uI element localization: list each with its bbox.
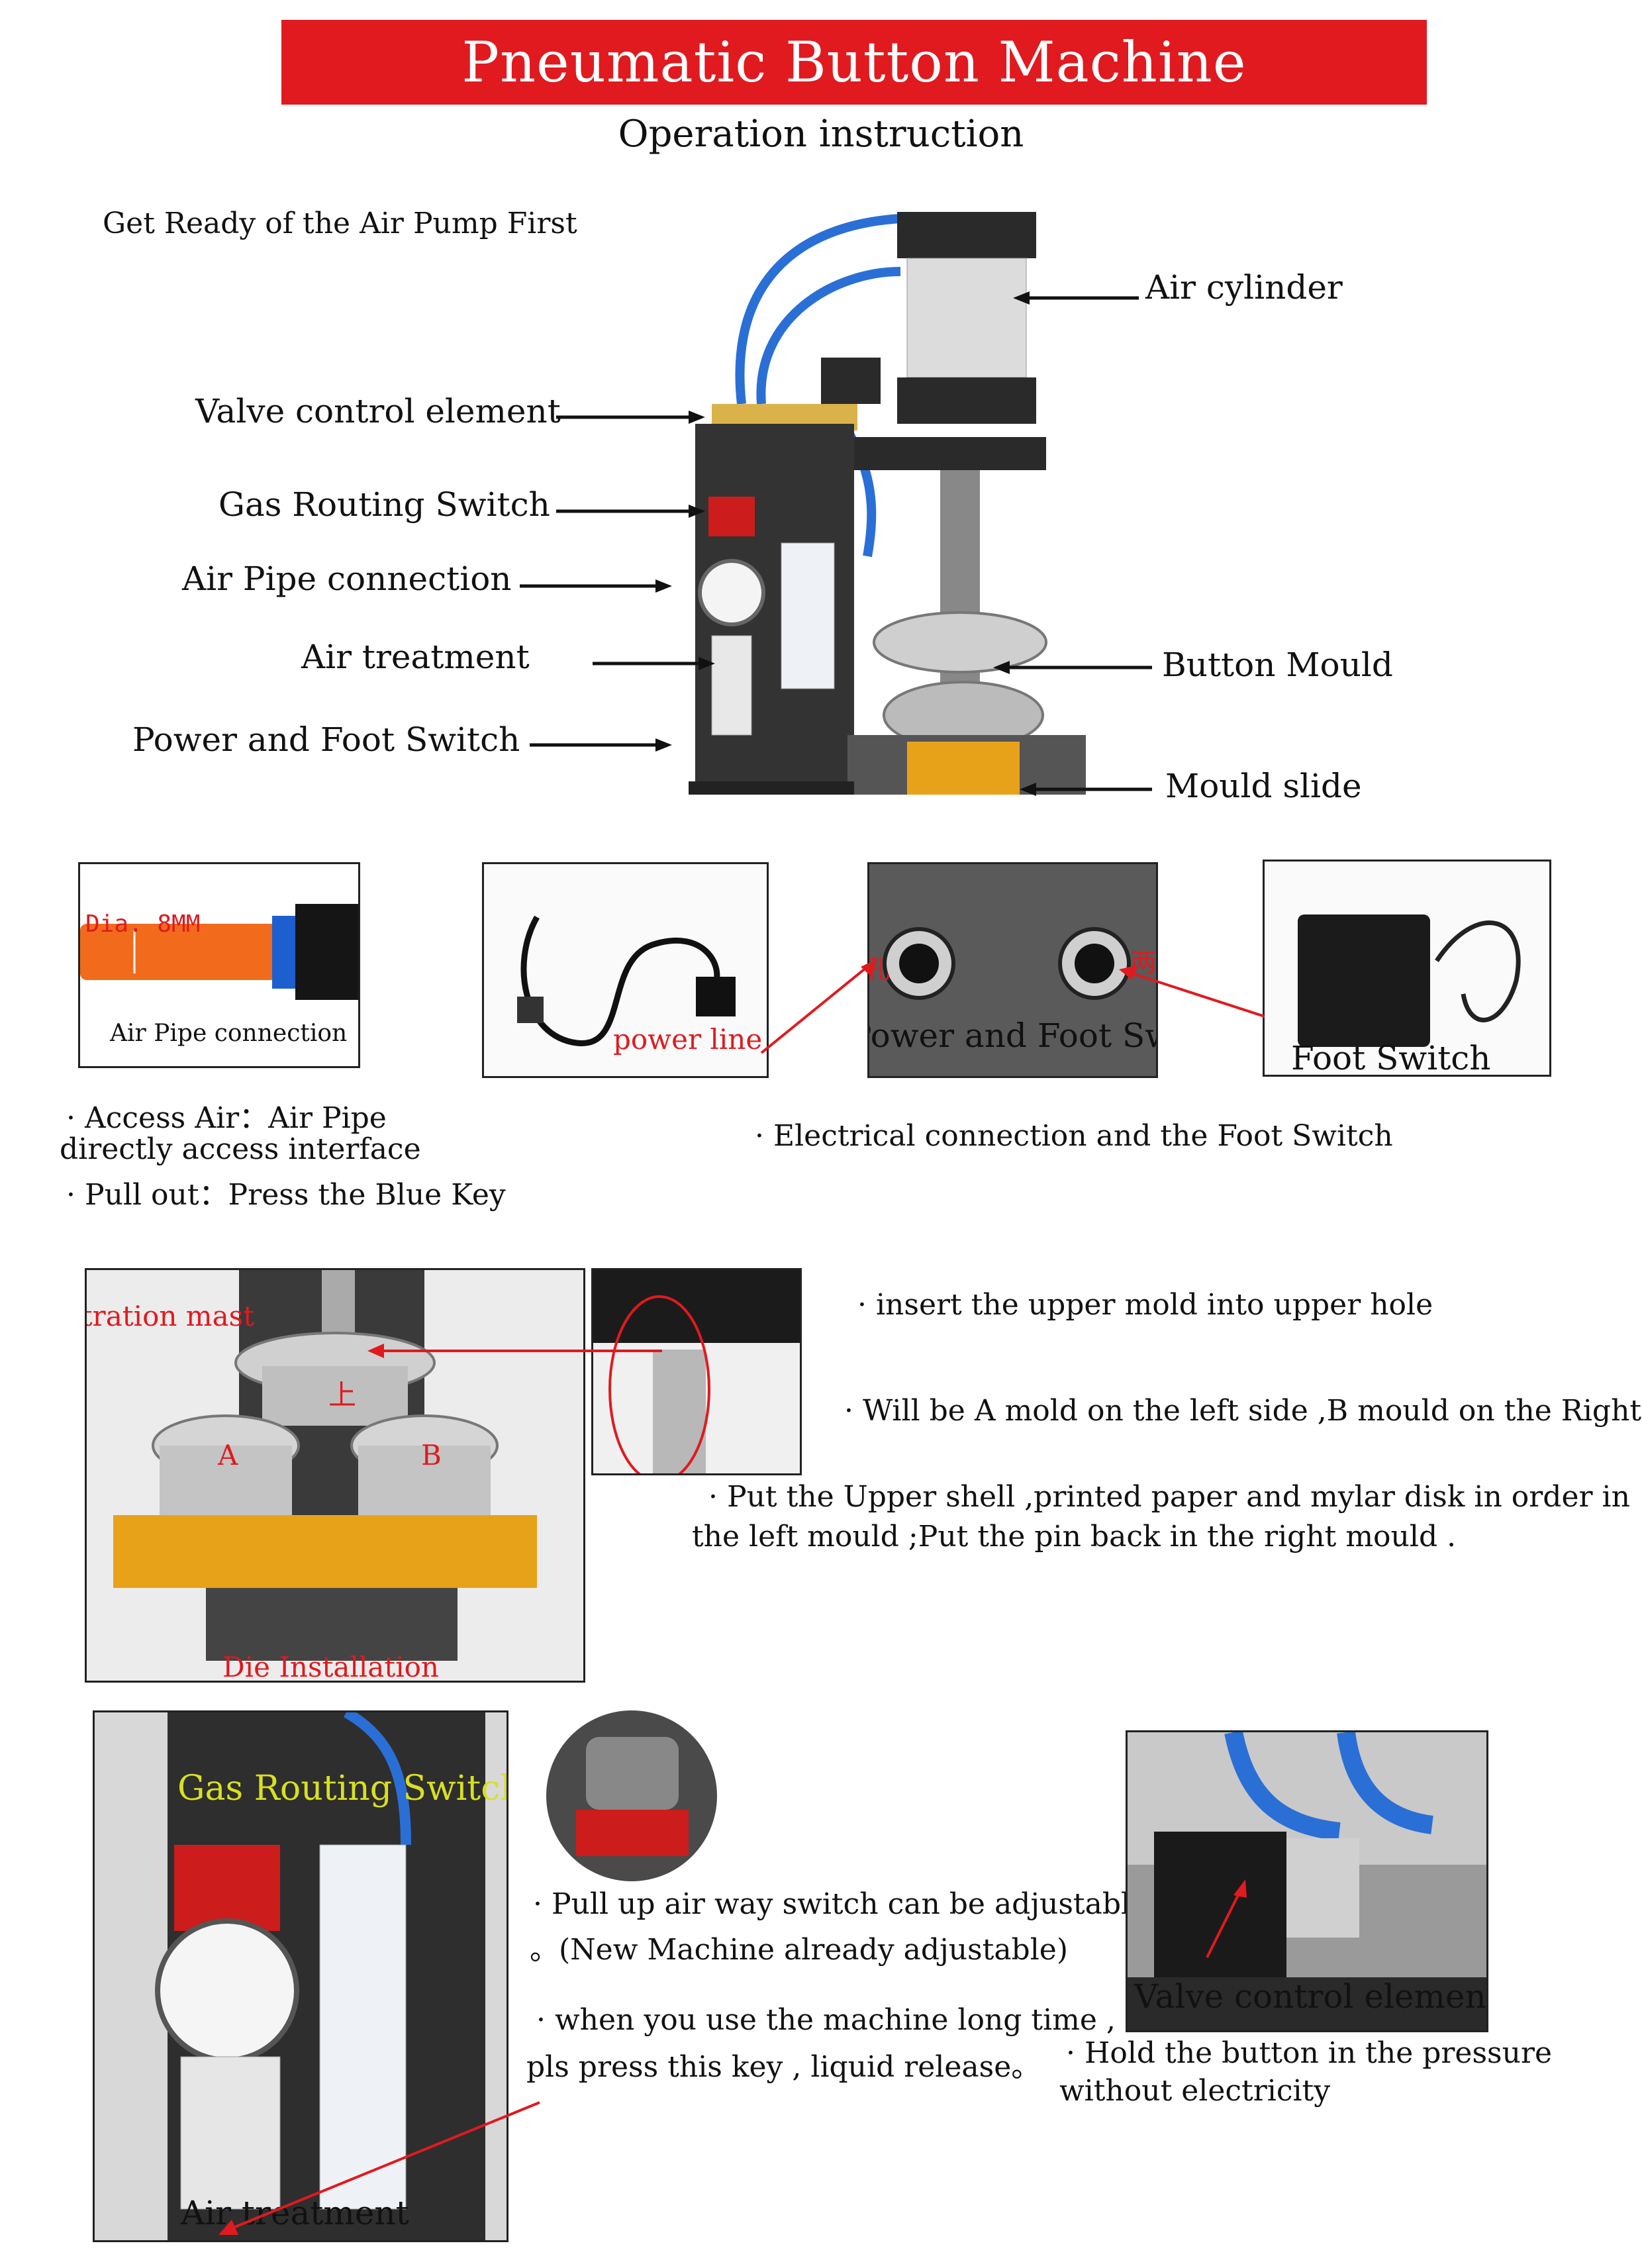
mould-a-label: A <box>218 1439 238 1471</box>
label-air-pipe: Air Pipe connection <box>182 560 512 598</box>
step-3-line-1: · Put the Upper shell ,printed paper and… <box>708 1480 1630 1514</box>
pipe-illustration <box>80 904 358 1000</box>
switch-closeup-illustration <box>576 1737 689 1856</box>
upper-hole-illustration <box>593 1270 800 1473</box>
foot-switch-caption: Foot Switch <box>1291 1039 1491 1077</box>
electrical-text: · Electrical connection and the Foot Swi… <box>755 1119 1393 1153</box>
step-3-line-2: the left mould ;Put the pin back in the … <box>692 1520 1457 1553</box>
registration-label: registration mast <box>87 1300 255 1332</box>
socket-illustration <box>883 927 1131 1000</box>
pull-line-1: · Pull up air way switch can be adjustab… <box>533 1887 1148 1921</box>
release-arrow <box>218 2101 540 2235</box>
access-line-3: · Pull out：Press the Blue Key <box>66 1178 506 1212</box>
machine-illustration <box>520 212 1152 796</box>
upper-mark: 上 <box>328 1379 357 1411</box>
step-1-text: · insert the upper mold into upper hole <box>857 1288 1433 1322</box>
label-button-mould: Button Mould <box>1162 646 1393 684</box>
valve-photo: Valve control element <box>1126 1730 1488 2032</box>
switch-closeup-photo <box>546 1710 717 1881</box>
socket-photo: 三孔 两孔 Power and Foot Switch <box>867 862 1158 1078</box>
die-caption: Die Installation <box>222 1651 439 1683</box>
socket-arrows <box>760 959 1265 1054</box>
page-subtitle: Operation instruction <box>618 113 1024 156</box>
pipe-caption: Air Pipe connection <box>110 1020 348 1047</box>
mould-b-label: B <box>421 1439 442 1471</box>
pipe-dia-label: Dia. 8MM <box>85 911 201 938</box>
die-installation-photo: registration mast 上 A B Die Installation <box>85 1268 585 1683</box>
pull-line-2: 。(New Machine already adjustable) <box>530 1933 1068 1967</box>
foot-switch-illustration <box>1298 914 1521 1047</box>
pipe-photo: Dia. 8MM Air Pipe connection <box>78 862 360 1068</box>
long-time-line-2: pls press this key , liquid release。 <box>526 2050 1041 2084</box>
hold-line-1: · Hold the button in the pressure <box>1066 2036 1553 2070</box>
label-power-foot: Power and Foot Switch <box>132 720 520 759</box>
upper-hole-photo <box>591 1268 802 1475</box>
socket-right-label: 两孔 <box>1131 948 1157 977</box>
label-air-cylinder: Air cylinder <box>1145 268 1343 307</box>
page-title: Pneumatic Button Machine <box>461 30 1247 95</box>
regulator-photo: Gas Routing Switch Air treatment <box>93 1710 508 2242</box>
power-line-caption: power line <box>613 1023 763 1056</box>
gas-routing-yellow-label: Gas Routing Switch <box>177 1769 508 1808</box>
label-gas-routing: Gas Routing Switch <box>218 485 550 524</box>
step-2-text: · Will be A mold on the left side ,B mou… <box>844 1394 1642 1428</box>
power-cord-illustration <box>517 915 736 1046</box>
valve-illustration <box>1128 1732 1486 2030</box>
hold-line-2: without electricity <box>1059 2074 1331 2108</box>
label-air-treatment: Air treatment <box>301 638 530 676</box>
foot-switch-photo: Foot Switch <box>1263 860 1551 1077</box>
air-treatment-photo-label: Air treatment <box>181 2194 409 2232</box>
regulator-illustration <box>155 1712 485 2240</box>
die-illustration <box>113 1270 537 1661</box>
label-valve-control: Valve control element <box>195 392 561 430</box>
intro-text: Get Ready of the Air Pump First <box>103 207 577 240</box>
long-time-line-1: · when you use the machine long time , <box>536 2003 1116 2037</box>
access-line-1: · Access Air：Air Pipe <box>66 1101 387 1135</box>
access-line-2: directly access interface <box>60 1132 421 1166</box>
socket-caption: Power and Foot Switch <box>869 1016 1156 1055</box>
valve-photo-caption: Valve control element <box>1134 1977 1488 2016</box>
upper-hole-arrow <box>367 1344 662 1358</box>
label-mould-slide: Mould slide <box>1165 767 1362 805</box>
title-banner: Pneumatic Button Machine <box>281 20 1427 105</box>
power-line-photo: power line <box>482 862 769 1078</box>
